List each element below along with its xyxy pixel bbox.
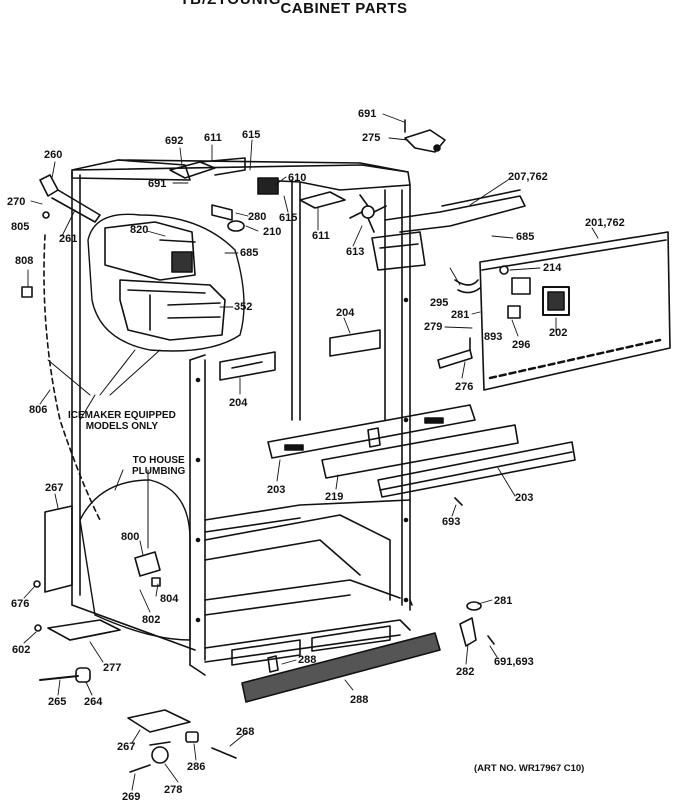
plumbing-note-line2: PLUMBING <box>132 466 186 477</box>
part-label-219: 219 <box>325 491 344 503</box>
part-label-269: 269 <box>122 791 141 803</box>
part-label-691-693: 691,693 <box>494 656 534 668</box>
icemaker-group <box>87 213 245 352</box>
part-label-267-caster: 267 <box>117 741 136 753</box>
part-label-280: 280 <box>248 211 267 223</box>
part-label-270: 270 <box>7 196 26 208</box>
part-label-203: 203 <box>267 484 286 496</box>
part-label-602: 602 <box>12 644 31 656</box>
page-title: CABINET PARTS <box>280 0 408 17</box>
part-label-691: 691 <box>358 108 377 120</box>
part-label-214: 214 <box>543 262 562 274</box>
part-label-802: 802 <box>142 614 161 626</box>
plumbing-note-line1: TO HOUSE <box>132 455 185 466</box>
part-label-610: 610 <box>288 172 307 184</box>
icemaker-note-line2: MODELS ONLY <box>85 421 159 432</box>
part-label-260: 260 <box>44 149 63 161</box>
part-label-295: 295 <box>430 297 449 309</box>
part-label-691-top: 691 <box>148 178 167 190</box>
part-label-288-grille: 288 <box>350 694 369 706</box>
part-label-267: 267 <box>45 482 64 494</box>
part-label-615-mid: 615 <box>279 212 298 224</box>
part-label-210: 210 <box>263 226 282 238</box>
part-label-268: 268 <box>236 726 255 738</box>
part-label-296: 296 <box>512 339 531 351</box>
art-number: (ART NO. WR17967 C10) <box>474 763 585 774</box>
part-label-808: 808 <box>15 255 34 267</box>
part-label-277: 277 <box>103 662 122 674</box>
lower-parts <box>33 234 495 773</box>
top-hardware <box>21 119 526 298</box>
plumbing-note: TO HOUSE PLUMBING <box>132 455 185 477</box>
part-label-288: 288 <box>298 654 317 666</box>
part-label-202: 202 <box>549 327 568 339</box>
part-label-275: 275 <box>362 132 381 144</box>
part-label-281: 281 <box>451 309 470 321</box>
leader-lines <box>23 113 599 791</box>
part-label-685: 685 <box>240 247 259 259</box>
part-label-685-right: 685 <box>516 231 535 243</box>
part-label-615: 615 <box>242 129 261 141</box>
part-label-282: 282 <box>456 666 475 678</box>
part-label-804: 804 <box>160 593 179 605</box>
icemaker-note: ICEMAKER EQUIPPED MODELS ONLY <box>68 410 176 432</box>
part-label-204: 204 <box>336 307 355 319</box>
control-panel <box>437 231 671 391</box>
part-label-203-right: 203 <box>515 492 534 504</box>
rails <box>219 329 576 498</box>
part-label-286: 286 <box>187 761 206 773</box>
part-label-201-762: 201,762 <box>585 217 625 229</box>
part-label-820: 820 <box>130 224 149 236</box>
part-label-893: 893 <box>484 331 503 343</box>
part-label-611: 611 <box>204 132 222 144</box>
part-label-676: 676 <box>11 598 30 610</box>
part-label-806: 806 <box>29 404 48 416</box>
part-label-692: 692 <box>165 135 184 147</box>
part-label-264: 264 <box>84 696 103 708</box>
part-label-613: 613 <box>346 246 365 258</box>
part-label-276: 276 <box>455 381 474 393</box>
part-label-611-mid: 611 <box>312 230 330 242</box>
part-label-261: 261 <box>59 233 78 245</box>
part-label-279: 279 <box>424 321 443 333</box>
part-label-805: 805 <box>11 221 30 233</box>
part-label-281-lower: 281 <box>494 595 513 607</box>
part-label-207-762: 207,762 <box>508 171 548 183</box>
part-label-352: 352 <box>234 301 253 313</box>
part-label-800: 800 <box>121 531 140 543</box>
part-label-204-left: 204 <box>229 397 248 409</box>
note-arrows <box>47 349 161 549</box>
part-label-265: 265 <box>48 696 67 708</box>
part-label-278: 278 <box>164 784 183 796</box>
cabinet-body <box>71 159 413 676</box>
icemaker-note-line1: ICEMAKER EQUIPPED <box>68 410 176 421</box>
part-label-693: 693 <box>442 516 461 528</box>
title-partial: TB/ZTOUNIG <box>180 0 281 8</box>
